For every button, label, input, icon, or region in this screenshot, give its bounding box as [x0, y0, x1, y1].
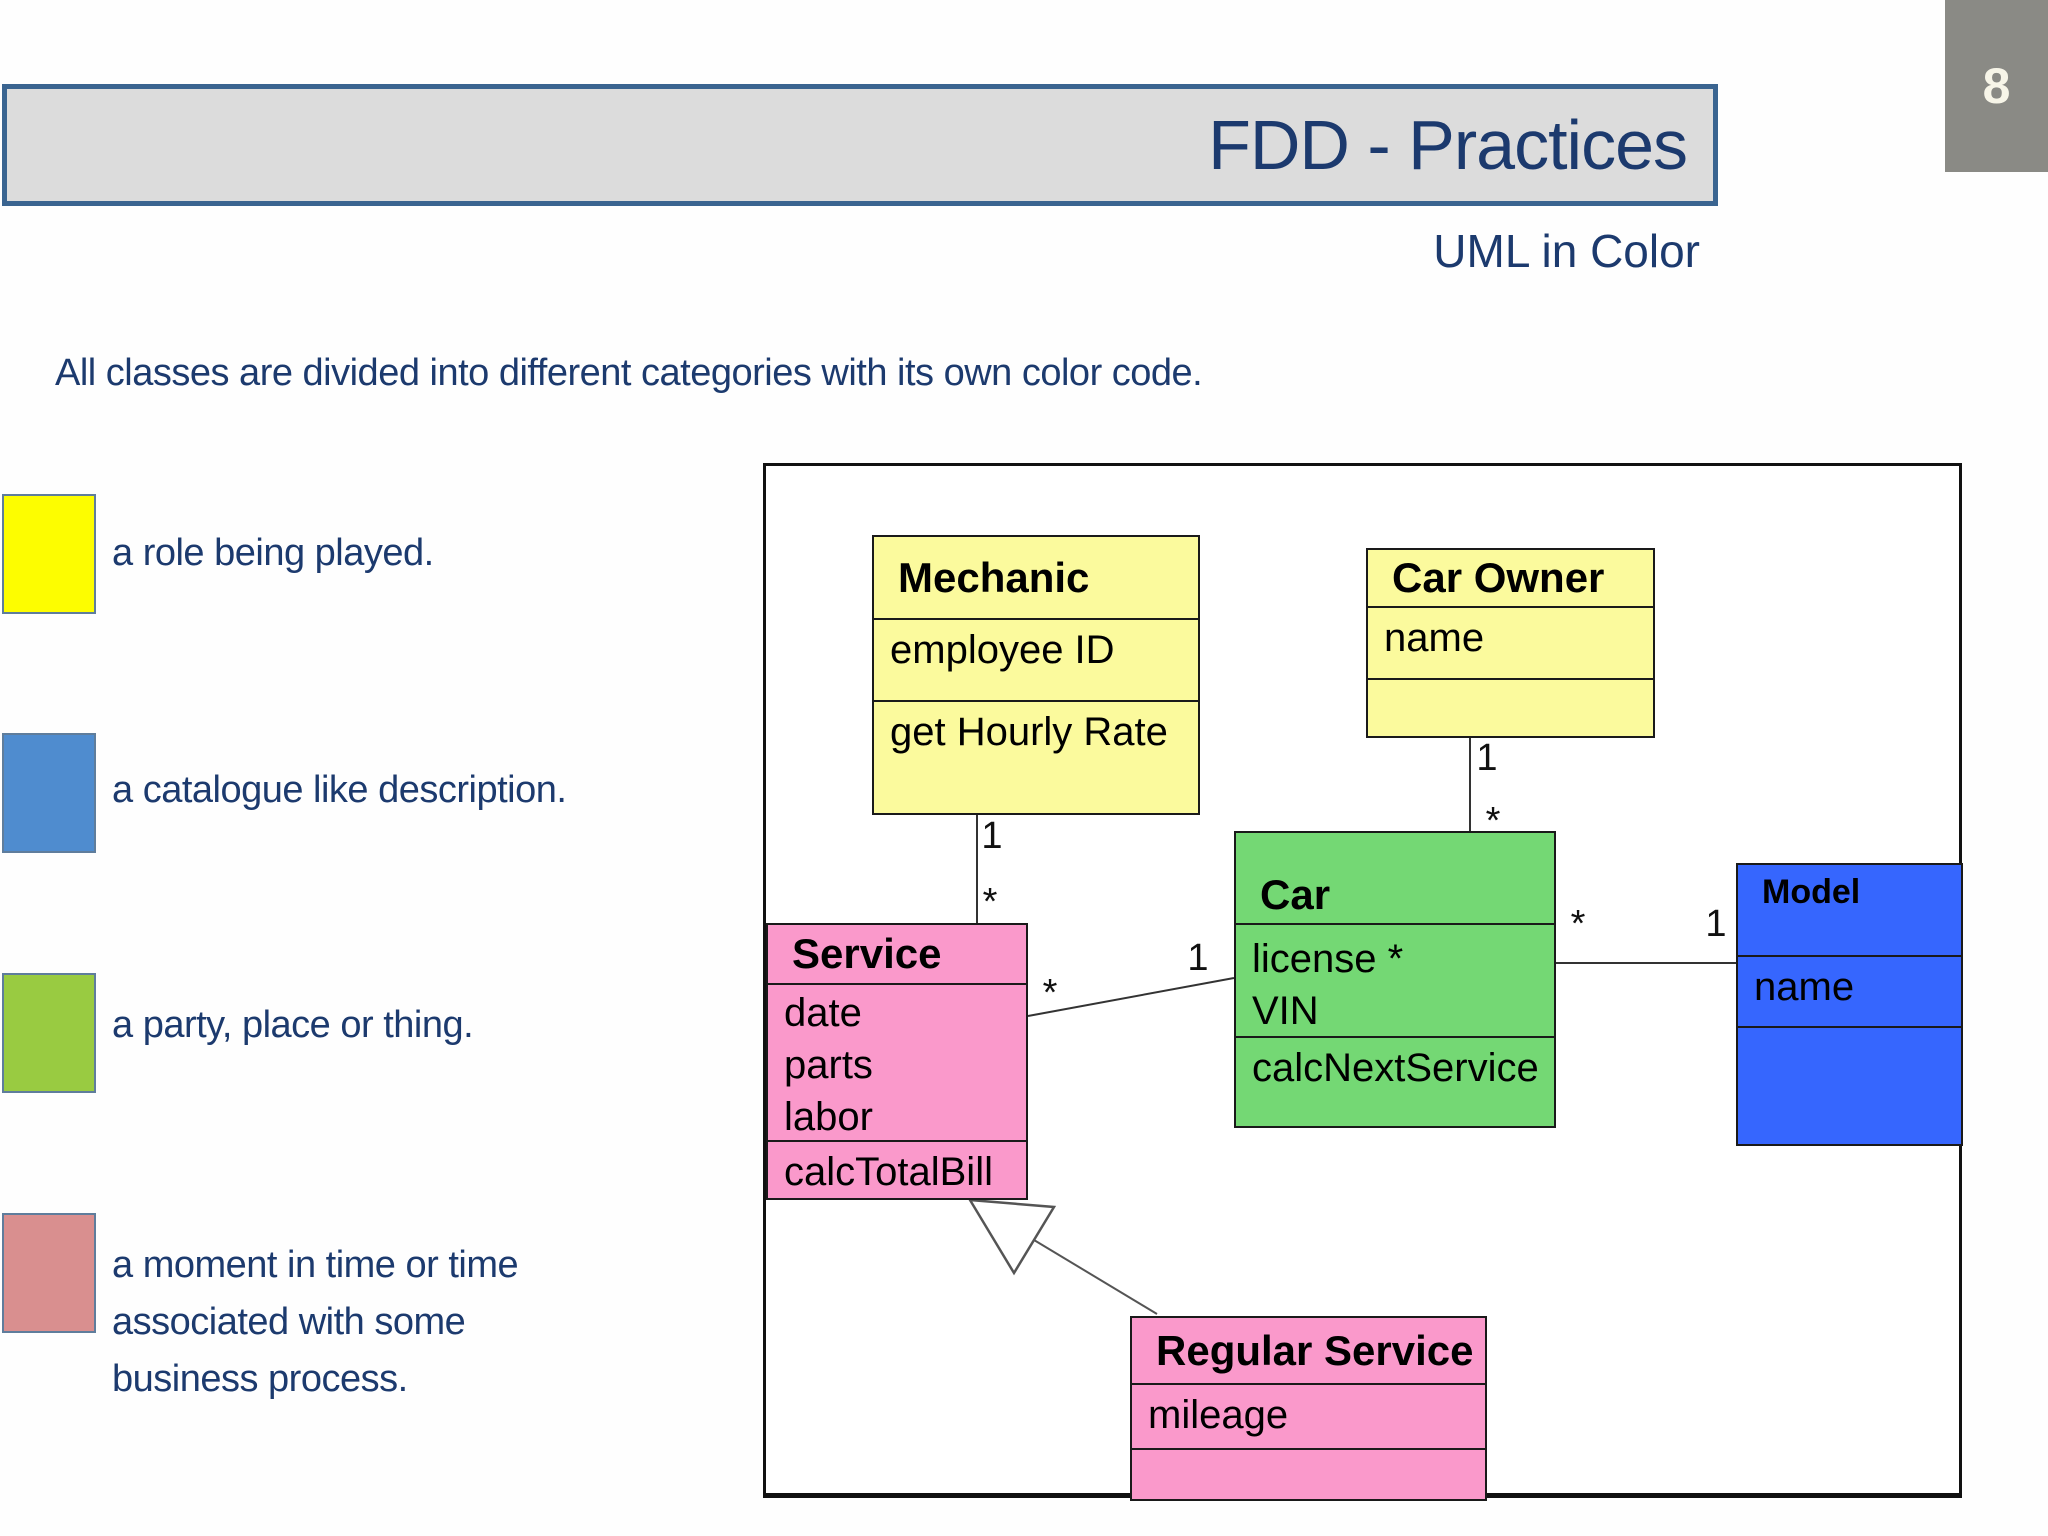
- class-car-operations: calcNextService: [1236, 1036, 1554, 1126]
- class-service: Service date parts labor calcTotalBill: [766, 923, 1028, 1200]
- attribute: name: [1754, 965, 1855, 1009]
- class-regular-service: Regular Service mileage: [1130, 1316, 1487, 1501]
- association-lines: [967, 738, 1736, 1315]
- class-car-owner-name: Car Owner: [1392, 554, 1605, 601]
- subtitle: UML in Color: [1433, 225, 1700, 277]
- class-regular-service-name: Regular Service: [1156, 1326, 1474, 1374]
- multiplicity-model-end: 1: [1705, 903, 1727, 945]
- multiplicity-car-end-service: 1: [1187, 937, 1209, 979]
- class-regular-service-attributes: mileage: [1132, 1383, 1485, 1448]
- attribute: VIN: [1252, 989, 1319, 1033]
- multiplicity-service-end-car: *: [1042, 972, 1058, 1014]
- uml-diagram: Mechanic employee ID get Hourly Rate Car…: [763, 463, 1963, 1501]
- title-bar: FDD - Practices: [2, 84, 1718, 206]
- legend-swatch-description: [2, 733, 96, 853]
- class-service-name: Service: [792, 930, 942, 977]
- attribute: name: [1384, 616, 1485, 660]
- operation: calcNextService: [1252, 1046, 1539, 1090]
- legend-swatch-moment-interval: [2, 1213, 96, 1333]
- legend-label-description: a catalogue like description.: [112, 769, 567, 811]
- attribute: parts: [784, 1043, 873, 1087]
- generalization-arrowhead: [967, 1198, 1057, 1276]
- class-mechanic: Mechanic employee ID get Hourly Rate: [872, 535, 1200, 815]
- attribute: mileage: [1148, 1393, 1289, 1437]
- class-model-name: Model: [1762, 873, 1861, 911]
- class-model-attributes: name: [1738, 955, 1961, 1026]
- class-model: Model name: [1736, 863, 1963, 1146]
- page-title: FDD - Practices: [1208, 106, 1688, 184]
- class-car-attributes: license * VIN: [1236, 923, 1554, 1036]
- page-number: 8: [1982, 58, 2011, 114]
- operation: get Hourly Rate: [890, 710, 1168, 754]
- multiplicity-owner-end: 1: [1476, 737, 1498, 779]
- class-regular-service-operations: [1132, 1448, 1485, 1499]
- class-car-name: Car: [1260, 871, 1331, 918]
- class-mechanic-operations: get Hourly Rate: [874, 700, 1198, 813]
- attribute: employee ID: [890, 628, 1115, 672]
- class-car-owner-operations: [1368, 678, 1653, 736]
- class-mechanic-attributes: employee ID: [874, 618, 1198, 700]
- class-model-operations: [1738, 1026, 1961, 1144]
- multiplicity-car-end-model: *: [1570, 903, 1586, 945]
- class-car-owner-attributes: name: [1368, 606, 1653, 678]
- operation: calcTotalBill: [784, 1150, 993, 1194]
- legend-swatch-role: [2, 494, 96, 614]
- class-car-owner: Car Owner name: [1366, 548, 1655, 738]
- legend-swatch-party-place-thing: [2, 973, 96, 1093]
- class-car: Car license * VIN calcNextService: [1234, 831, 1556, 1128]
- legend-label-role: a role being played.: [112, 532, 434, 574]
- attribute: license *: [1252, 937, 1404, 981]
- multiplicity-mechanic-end: 1: [981, 815, 1003, 857]
- class-service-attributes: date parts labor: [768, 983, 1026, 1140]
- attribute: date: [784, 991, 862, 1035]
- intro-text: All classes are divided into different c…: [55, 352, 1203, 394]
- multiplicity-car-end-owner: *: [1485, 800, 1501, 842]
- class-mechanic-name: Mechanic: [898, 553, 1090, 601]
- class-service-operations: calcTotalBill: [768, 1140, 1026, 1198]
- page-number-badge: 8: [1945, 0, 2048, 172]
- legend-label-party-place-thing: a party, place or thing.: [112, 1004, 474, 1046]
- generalization-line-regularservice: [1033, 1239, 1158, 1315]
- multiplicity-service-end-mechanic: *: [982, 881, 998, 923]
- attribute: labor: [784, 1095, 873, 1139]
- legend-label-moment-interval: a moment in time or time associated with…: [112, 1244, 519, 1400]
- association-service-car: [1027, 977, 1235, 1017]
